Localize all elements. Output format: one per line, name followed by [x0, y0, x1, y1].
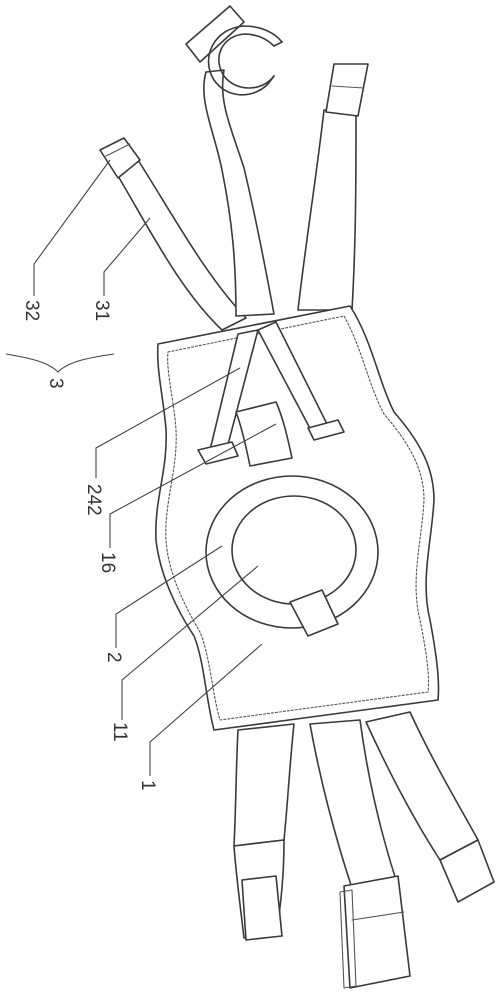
- label-2: 2: [103, 652, 124, 663]
- label-16: 16: [97, 552, 118, 573]
- clip-tab: [185, 5, 245, 63]
- buckle-left: [197, 441, 239, 465]
- strap-upper-left: [99, 137, 247, 331]
- reference-labels: 32 31 3 242 16 2 11 1: [21, 300, 158, 791]
- label-242: 242: [83, 484, 104, 516]
- buckle-lower: [343, 875, 411, 989]
- strap-lower-left: [233, 723, 295, 941]
- label-31: 31: [91, 300, 112, 321]
- upper-tube: [203, 69, 275, 317]
- strap-lower-middle: [309, 719, 411, 989]
- pocket-16: [235, 401, 293, 467]
- label-11: 11: [109, 722, 130, 742]
- leader-lines: [5, 159, 277, 776]
- strap-upper-right: [297, 63, 369, 311]
- ring-tab: [289, 589, 339, 637]
- label-1: 1: [137, 780, 158, 791]
- c-clip: [185, 5, 283, 96]
- v-straps: [197, 321, 345, 465]
- center-hole-11: [231, 495, 357, 605]
- label-3: 3: [45, 378, 66, 389]
- strap-tip-upper-right: [325, 63, 369, 117]
- strap-lower-right: [365, 711, 495, 903]
- strap-tip-lower-right: [439, 839, 495, 903]
- strap-tip-32: [99, 137, 141, 179]
- label-32: 32: [21, 300, 42, 321]
- strap-tip-lower-left: [241, 875, 283, 941]
- buckle-right: [307, 419, 345, 441]
- ring-2: [205, 475, 379, 637]
